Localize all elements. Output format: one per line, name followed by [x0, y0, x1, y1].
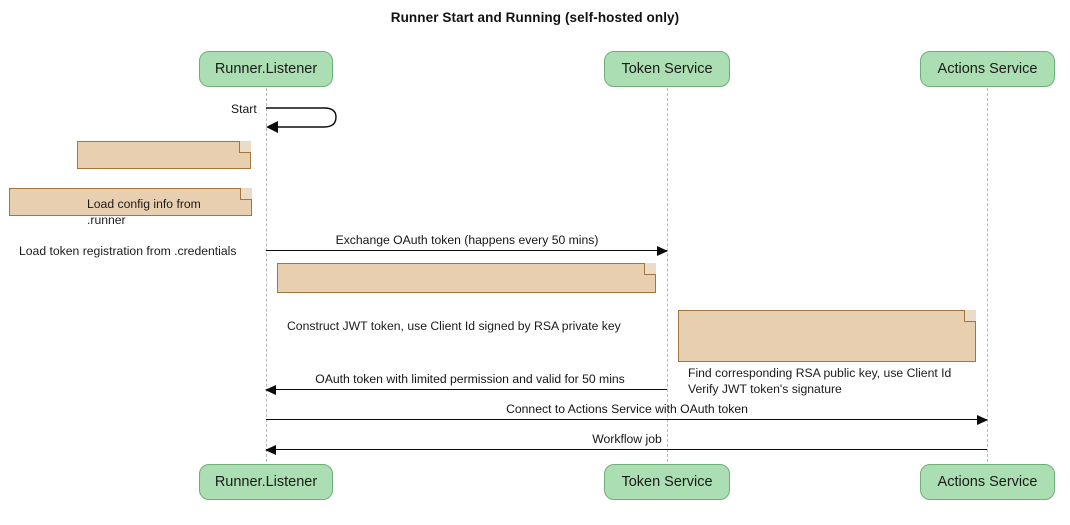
note-verify-jwt: Find corresponding RSA public key, use C… — [678, 310, 976, 396]
participant-label: Actions Service — [937, 61, 1038, 77]
arrowhead-right-icon — [977, 415, 988, 425]
lifeline-actions-service — [987, 88, 988, 462]
participant-runner-listener-top[interactable]: Runner.Listener — [199, 51, 333, 87]
participant-token-service-top[interactable]: Token Service — [604, 51, 730, 87]
participant-label: Runner.Listener — [214, 61, 318, 77]
participant-label: Runner.Listener — [214, 474, 318, 490]
arrowhead-left-icon — [265, 385, 276, 395]
message-label-start: Start — [231, 102, 257, 116]
lifeline-runner-listener — [266, 88, 267, 462]
note-fold-icon — [964, 310, 976, 322]
participant-runner-listener-bottom[interactable]: Runner.Listener — [199, 464, 333, 500]
participant-actions-service-bottom[interactable]: Actions Service — [920, 464, 1055, 500]
message-exchange-oauth-token[interactable] — [266, 246, 668, 256]
arrowhead-right-icon — [657, 246, 668, 256]
note-load-config: Load config info from .runner — [77, 141, 251, 227]
message-connect-actions-service[interactable] — [266, 415, 988, 425]
note-fold-icon — [239, 141, 251, 153]
note-text: Construct JWT token, use Client Id signe… — [287, 319, 621, 333]
participant-token-service-bottom[interactable]: Token Service — [604, 464, 730, 500]
message-label-oauth-token-reply: OAuth token with limited permission and … — [315, 372, 625, 386]
message-label-workflow-job: Workflow job — [592, 432, 662, 446]
participant-label: Token Service — [621, 61, 713, 77]
message-label-exchange-oauth-token: Exchange OAuth token (happens every 50 m… — [335, 233, 599, 247]
message-oauth-token-reply[interactable] — [265, 385, 667, 395]
note-text: Find corresponding RSA public key, use C… — [688, 366, 952, 396]
message-workflow-job[interactable] — [265, 445, 987, 455]
message-label-connect-actions-service: Connect to Actions Service with OAuth to… — [506, 402, 748, 416]
page-title: Runner Start and Running (self-hosted on… — [390, 10, 680, 25]
participant-label: Token Service — [621, 474, 713, 490]
note-fold-icon — [644, 263, 656, 275]
lifeline-token-service — [667, 88, 668, 462]
note-text: Load token registration from .credential… — [19, 244, 237, 258]
arrowhead-left-icon — [265, 445, 276, 455]
note-text: Load config info from .runner — [87, 197, 201, 227]
note-fold-icon — [240, 188, 252, 200]
message-start-self-loop[interactable] — [266, 106, 346, 136]
participant-actions-service-top[interactable]: Actions Service — [920, 51, 1055, 87]
note-load-token-registration: Load token registration from .credential… — [9, 188, 252, 258]
participant-label: Actions Service — [937, 474, 1038, 490]
note-construct-jwt: Construct JWT token, use Client Id signe… — [277, 263, 656, 333]
